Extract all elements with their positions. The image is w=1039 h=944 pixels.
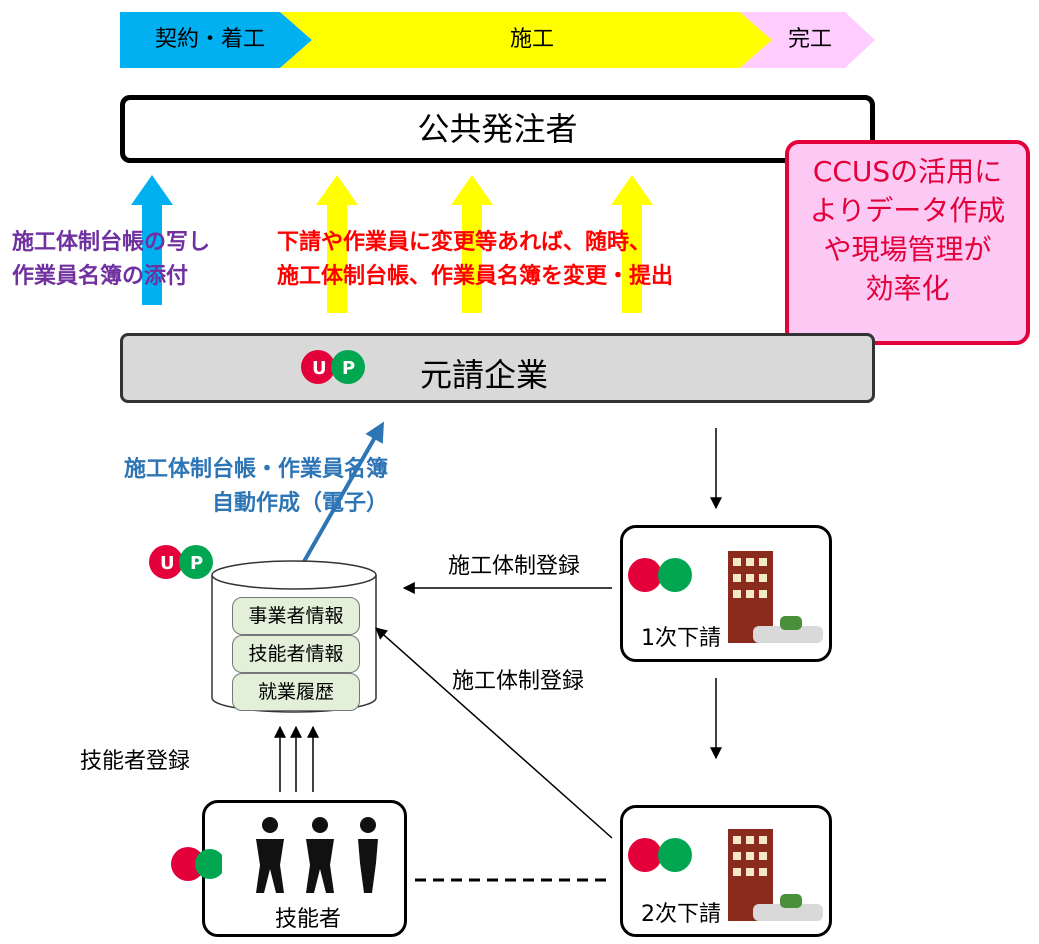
second-subcontractor-label: 2次下請 — [641, 902, 721, 927]
left-note: 施工体制台帳の写し 作業員名簿の添付 — [12, 226, 210, 294]
brown-building-icon-2 — [728, 829, 823, 921]
left-note-line-2: 作業員名簿の添付 — [12, 264, 189, 289]
callout-line-1: CCUSの活用に — [812, 155, 1003, 188]
yellow-up-arrow-3 — [611, 175, 653, 313]
phase-arrow-completion — [740, 12, 875, 68]
change-note-line-1: 下請や作業員に変更等あれば、随時、 — [277, 230, 652, 255]
callout-line-3: や現場管理が — [823, 233, 992, 266]
registration-label-second: 施工体制登録 — [452, 669, 585, 694]
callout-line-4: 効率化 — [865, 272, 950, 305]
worker-figure-icon — [256, 817, 378, 893]
ccus-logo-icon-db: U P — [148, 543, 220, 585]
auto-create-note: 施工体制台帳・作業員名簿 自動作成（電子） — [70, 453, 388, 521]
phase-arrow-construction — [280, 12, 772, 68]
ccus-callout: CCUSの活用に よりデータ作成 や現場管理が 効率化 — [785, 140, 1030, 345]
prime-contractor-label: 元請企業 — [420, 356, 549, 394]
workers-label: 技能者 — [275, 907, 342, 932]
ccus-logo-icon-sub1 — [628, 558, 692, 592]
change-note-line-2: 施工体制台帳、作業員名簿を変更・提出 — [277, 264, 674, 289]
callout-line-2: よりデータ作成 — [809, 194, 1006, 227]
auto-note-line-2: 自動作成（電子） — [211, 491, 388, 516]
prime-contractor-box — [120, 333, 875, 403]
yellow-up-arrow-2 — [451, 175, 493, 313]
worker-registration-label: 技能者登録 — [80, 749, 191, 774]
db-row-business-info: 事業者情報 — [232, 597, 360, 635]
phase-arrow-contract — [120, 12, 312, 68]
svg-text:U: U — [160, 553, 175, 574]
auto-create-arrow — [296, 421, 384, 573]
phase-label-completion: 完工 — [787, 27, 832, 52]
db-row-worker-info: 技能者情報 — [232, 635, 360, 673]
workers-box: 技能者 — [202, 800, 407, 937]
ccus-logo-icon-workers — [170, 845, 225, 887]
second-subcontractor-box: 2次下請 — [620, 805, 832, 937]
svg-text:U: U — [312, 358, 327, 379]
first-subcontractor-box: 1次下請 — [620, 525, 832, 662]
public-owner-box: 公共発注者 — [120, 95, 875, 163]
left-note-line-1: 施工体制台帳の写し — [12, 230, 211, 255]
first-subcontractor-label: 1次下請 — [641, 626, 721, 651]
phase-label-contract: 契約・着工 — [154, 27, 265, 52]
svg-text:P: P — [342, 358, 355, 379]
ccus-logo-icon: U P — [300, 348, 372, 390]
yellow-up-arrow-1 — [316, 175, 358, 313]
db-row-work-history: 就業履歴 — [232, 673, 360, 711]
phase-label-construction: 施工 — [509, 27, 554, 52]
ccus-logo-icon-sub2 — [628, 838, 692, 872]
change-note: 下請や作業員に変更等あれば、随時、 施工体制台帳、作業員名簿を変更・提出 — [277, 226, 673, 294]
auto-note-line-1: 施工体制台帳・作業員名簿 — [123, 457, 388, 482]
svg-text:P: P — [190, 553, 203, 574]
brown-building-icon — [728, 551, 823, 643]
blue-up-arrow — [131, 175, 173, 305]
registration-label-first: 施工体制登録 — [448, 554, 581, 579]
